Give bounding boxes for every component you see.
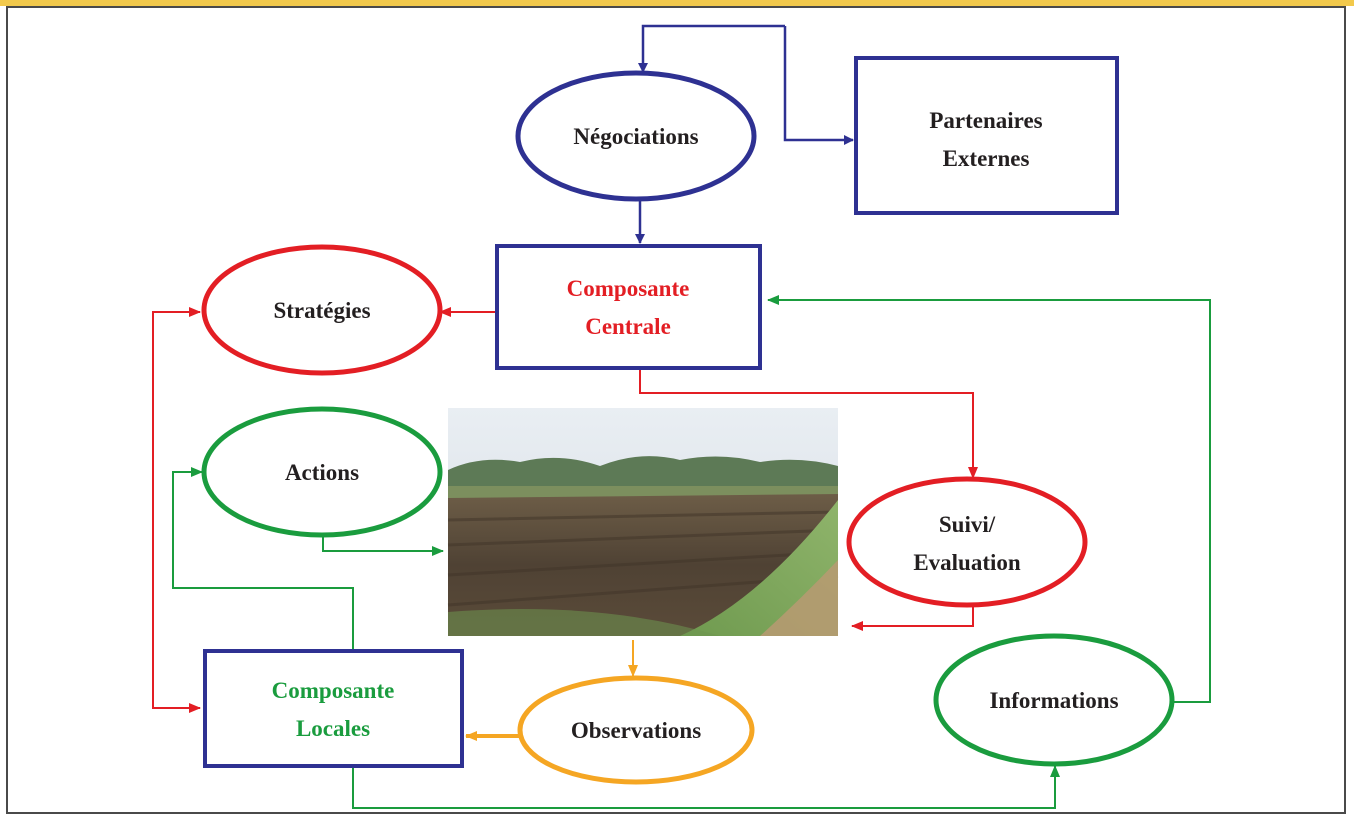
arrow-locales-to-actions [172, 467, 354, 650]
actions-label: Actions [285, 460, 359, 485]
partenaires-label-line1: Partenaires [929, 108, 1042, 133]
node-suivi-evaluation: Suivi/ Evaluation [846, 476, 1088, 608]
node-strategies: Stratégies [201, 244, 443, 376]
locales-label-line2: Locales [296, 716, 370, 741]
arrow-partenaires-to-negociations [638, 24, 785, 73]
arrow-link-to-locales [152, 460, 201, 713]
node-actions: Actions [201, 406, 443, 538]
suivi-label-line2: Evaluation [913, 550, 1021, 575]
node-partenaires-externes: Partenaires Externes [854, 56, 1119, 215]
node-informations: Informations [933, 633, 1175, 767]
arrow-informations-to-centrale [767, 295, 1211, 703]
negociations-label: Négociations [573, 124, 698, 149]
partenaires-label-line2: Externes [943, 146, 1030, 171]
arrow-locales-to-informations [352, 765, 1060, 809]
node-composante-locales: Composante Locales [203, 649, 464, 768]
arrow-link-to-strategies [152, 307, 201, 460]
arrow-actions-to-field [322, 536, 444, 556]
informations-label: Informations [989, 688, 1118, 713]
node-negociations: Négociations [515, 70, 757, 202]
arrow-negociations-to-partenaires [783, 26, 854, 145]
ploughed-field-photo [447, 408, 839, 636]
observations-label: Observations [571, 718, 701, 743]
locales-label-line1: Composante [272, 678, 395, 703]
arrow-centrale-to-suivi [639, 370, 978, 479]
centrale-label-line1: Composante [567, 276, 690, 301]
centrale-label-line2: Centrale [585, 314, 671, 339]
suivi-label-line1: Suivi/ [939, 512, 996, 537]
strategies-label: Stratégies [273, 298, 370, 323]
frame-accent-bar [0, 0, 1354, 6]
node-composante-centrale: Composante Centrale [495, 244, 762, 370]
node-observations: Observations [517, 675, 755, 785]
